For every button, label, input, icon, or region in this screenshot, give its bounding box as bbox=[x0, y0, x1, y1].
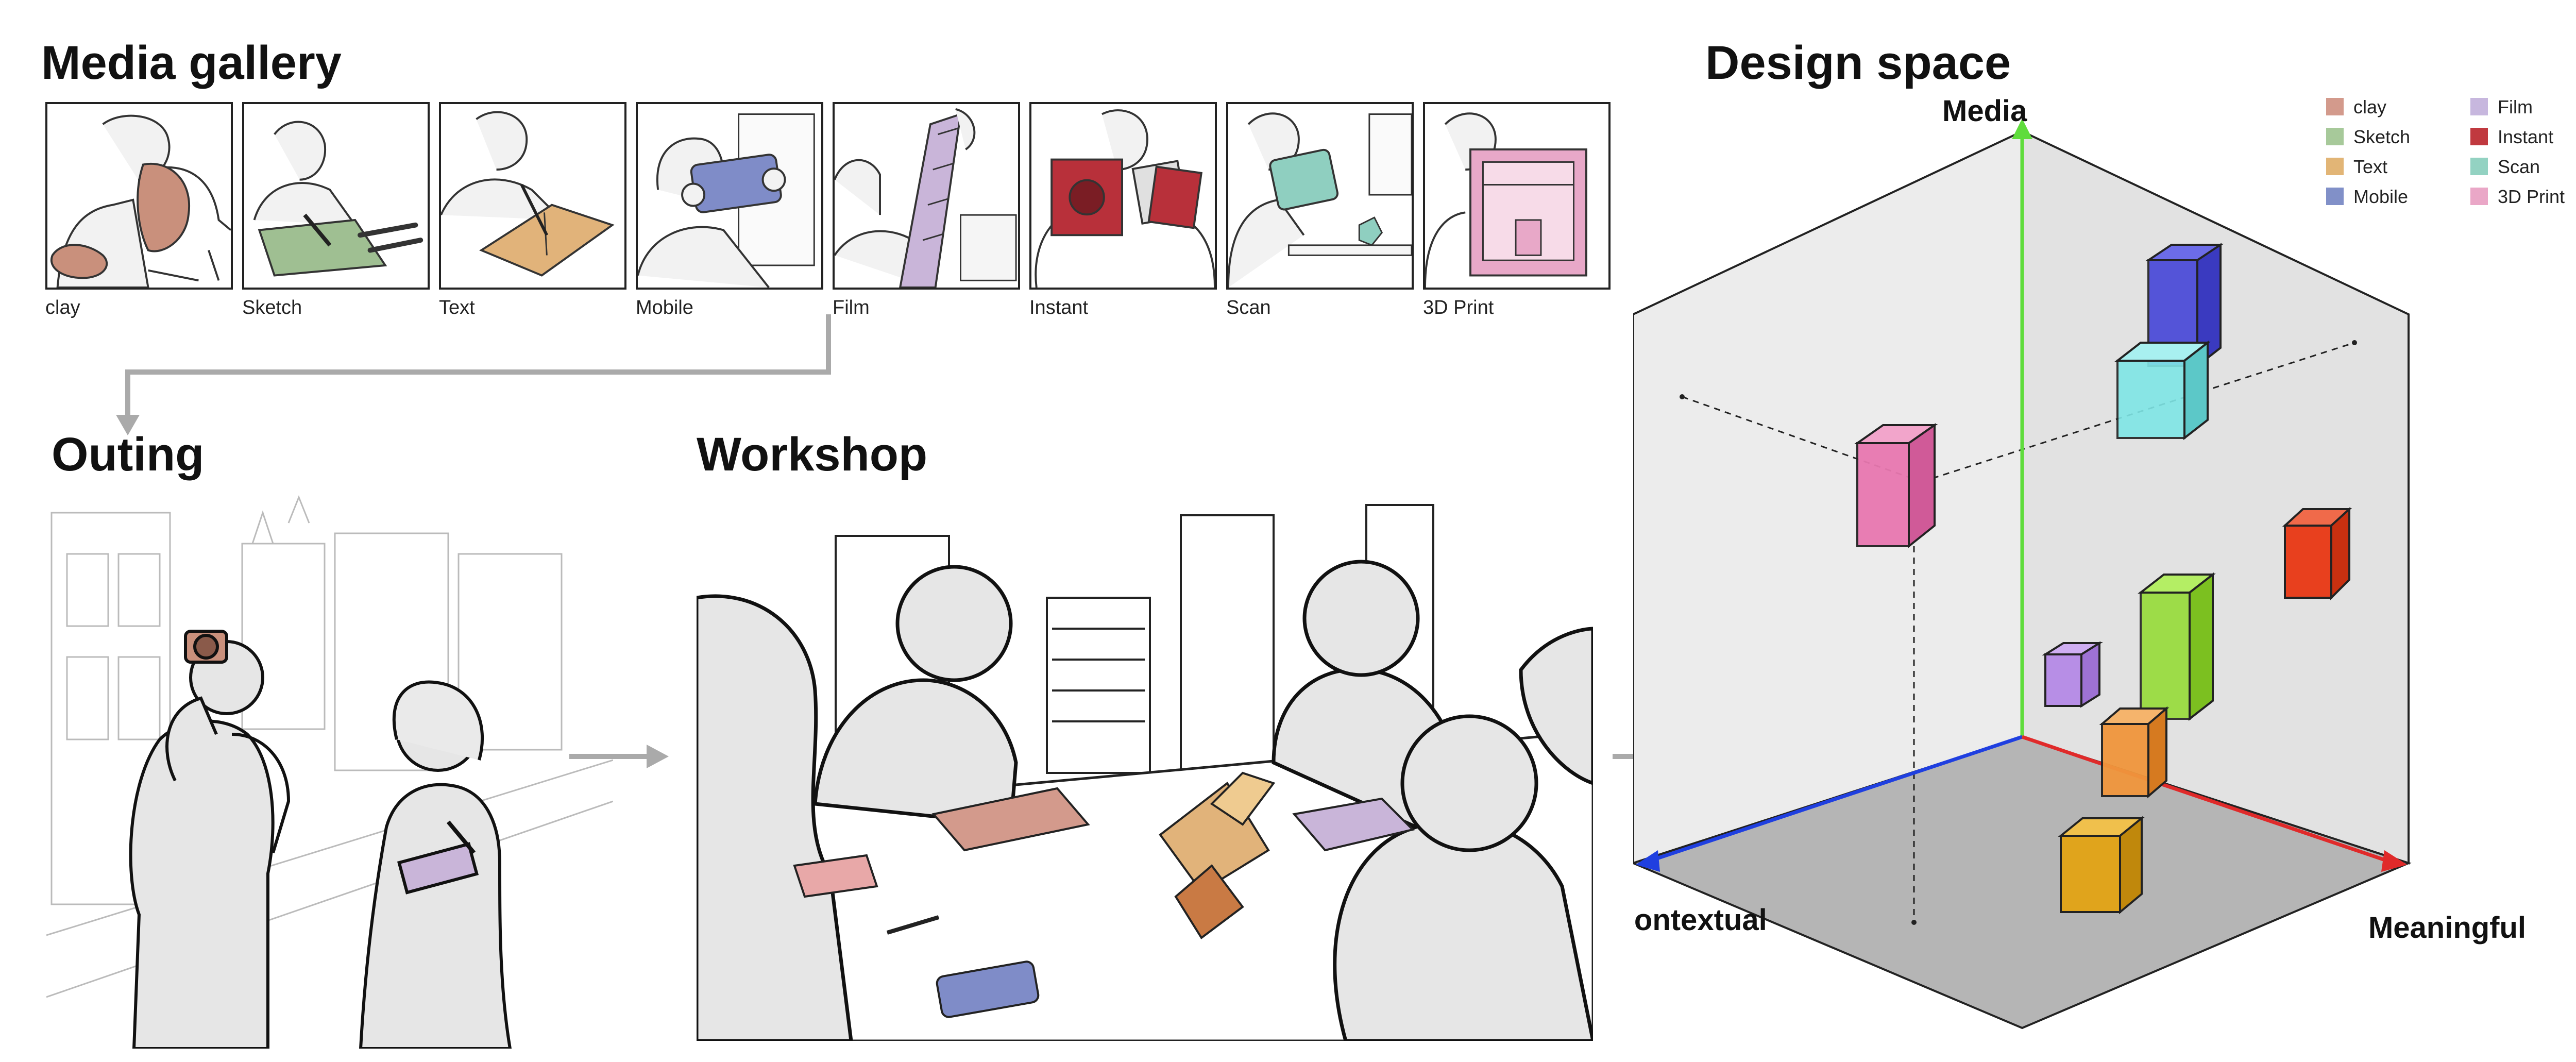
axis-label-contextual: Contextual bbox=[1633, 903, 1767, 937]
legend-label: Sketch bbox=[2353, 126, 2410, 147]
gallery-to-outing-arrow bbox=[125, 314, 831, 416]
instant-illustration bbox=[1035, 109, 1215, 288]
photographer bbox=[129, 630, 291, 1049]
legend-swatch-sketch bbox=[2326, 128, 2344, 145]
axis-label-meaningful: Meaningful bbox=[2368, 911, 2526, 945]
gallery-item-mobile bbox=[636, 102, 823, 290]
contextual-axis bbox=[1647, 735, 2023, 864]
cube-sketch bbox=[2138, 572, 2216, 721]
clay-head bbox=[137, 163, 191, 252]
cube-clay bbox=[2058, 816, 2145, 915]
3d-print-illustration bbox=[1425, 112, 1587, 288]
design-space-legend: clay Sketch Text Mobile Film Instant Sca… bbox=[2326, 96, 2565, 207]
axis-label-media: Media bbox=[1942, 94, 2027, 128]
film-illustration bbox=[835, 108, 1017, 288]
meaningful-axis-arrowhead bbox=[2381, 850, 2407, 872]
legend-swatch-text bbox=[2326, 158, 2344, 175]
mobile-illustration bbox=[638, 113, 815, 288]
legend-swatch-mobile bbox=[2326, 188, 2344, 205]
gallery-item-scan bbox=[1226, 102, 1414, 290]
meaningful-axis bbox=[2021, 735, 2391, 864]
design-space-heading: Design space bbox=[1705, 37, 2011, 89]
gallery-item-clay bbox=[45, 102, 233, 290]
text-illustration bbox=[441, 111, 615, 277]
cube-3d-print bbox=[1854, 423, 1938, 549]
film-strip bbox=[899, 112, 962, 288]
cube-instant bbox=[2282, 507, 2352, 600]
gallery-label: Instant bbox=[1029, 297, 1089, 318]
street-buildings bbox=[46, 495, 613, 998]
tablet bbox=[1269, 148, 1339, 211]
cube-scan bbox=[2114, 340, 2211, 441]
scan-illustration bbox=[1228, 112, 1412, 288]
gallery-item-film bbox=[833, 102, 1020, 290]
legend-swatch-clay bbox=[2326, 98, 2344, 115]
outing-heading: Outing bbox=[52, 428, 205, 481]
legend-label: 3D Print bbox=[2498, 186, 2565, 207]
gallery-label: Sketch bbox=[242, 297, 302, 318]
outing-illustration bbox=[46, 492, 613, 1049]
back-left-wall bbox=[1633, 129, 2023, 865]
back-right-wall bbox=[2021, 129, 2410, 865]
notebook bbox=[479, 204, 615, 277]
legend-label: clay bbox=[2353, 96, 2386, 117]
workshop-heading: Workshop bbox=[697, 428, 928, 481]
walker bbox=[359, 680, 512, 1049]
instant-photo-2 bbox=[1147, 165, 1203, 229]
legend-swatch-instant bbox=[2470, 128, 2488, 145]
legend-label: Instant bbox=[2498, 126, 2553, 147]
gallery-label: Scan bbox=[1226, 297, 1271, 318]
legend-swatch-3d-print bbox=[2470, 188, 2488, 205]
craft-materials bbox=[793, 771, 1415, 1018]
gallery-label: Text bbox=[439, 297, 475, 318]
sketch-illustration bbox=[253, 121, 423, 277]
design-space-diagram: Media Contextual Meaningful bbox=[1633, 82, 2576, 1061]
workshop-people bbox=[697, 560, 1593, 1041]
media-gallery-heading: Media gallery bbox=[41, 37, 342, 89]
sketch-paper bbox=[258, 218, 387, 277]
legend-swatch-scan bbox=[2470, 158, 2488, 175]
outing-to-workshop-arrowhead bbox=[647, 745, 669, 768]
gallery-item-text bbox=[439, 102, 626, 290]
gallery-label: Film bbox=[833, 297, 870, 318]
cube-film bbox=[2042, 641, 2103, 708]
media-gallery: clay Sketch Text Mobile Film Instant Sca… bbox=[45, 102, 1617, 318]
contextual-axis-arrowhead bbox=[1636, 850, 1660, 872]
workshop-illustration bbox=[697, 495, 1593, 1041]
cube-text bbox=[2099, 706, 2170, 799]
media-cubes bbox=[1854, 243, 2352, 915]
legend-label: Film bbox=[2498, 96, 2533, 117]
clay-illustration bbox=[50, 114, 231, 288]
gallery-label: Mobile bbox=[636, 297, 693, 318]
gallery-item-sketch bbox=[242, 102, 430, 290]
gallery-item-3d-print bbox=[1423, 102, 1611, 290]
media-axis-arrowhead bbox=[2012, 119, 2032, 139]
legend-label: Scan bbox=[2498, 156, 2540, 177]
gallery-label: 3D Print bbox=[1423, 297, 1494, 318]
clay-lump bbox=[50, 244, 108, 279]
gallery-item-instant bbox=[1029, 102, 1217, 290]
legend-label: Text bbox=[2353, 156, 2387, 177]
legend-swatch-film bbox=[2470, 98, 2488, 115]
gallery-label: clay bbox=[45, 297, 80, 318]
legend-label: Mobile bbox=[2353, 186, 2408, 207]
